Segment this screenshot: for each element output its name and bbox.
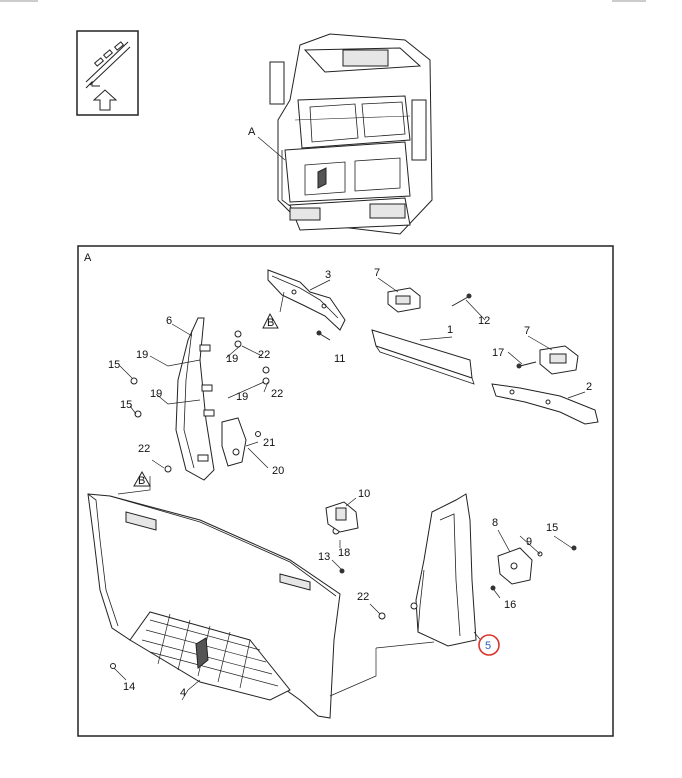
highlight-ring — [478, 634, 500, 656]
part-7-clip-upper — [387, 287, 421, 313]
callout-3: 3 — [325, 269, 331, 281]
leader-lines — [113, 277, 586, 701]
section-marker-b-top: B — [262, 312, 279, 329]
leader-view-a — [257, 136, 286, 161]
highlighted-callout-5[interactable]: 5 — [478, 634, 500, 656]
callout-16: 16 — [504, 599, 516, 611]
view-label: A — [248, 126, 256, 138]
callout-7-lower: 7 — [524, 325, 530, 337]
part-5-side-cover — [410, 493, 477, 647]
callout-20: 20 — [272, 465, 284, 477]
callout-19-b: 19 — [226, 353, 238, 365]
callout-1: 1 — [447, 324, 453, 336]
callout-19-a: 19 — [136, 349, 148, 361]
screw-12 — [451, 293, 472, 307]
part-3-bracket — [267, 269, 346, 331]
screw-11 — [316, 330, 331, 341]
part-7-clip-lower — [539, 345, 579, 375]
callout-17: 17 — [492, 347, 504, 359]
callout-22-a: 22 — [258, 349, 270, 361]
callout-8: 8 — [492, 517, 498, 529]
callout-14: 14 — [123, 681, 135, 693]
detail-frame — [77, 245, 614, 737]
callout-2: 2 — [586, 381, 592, 393]
svg-text:B: B — [138, 475, 145, 487]
callout-10: 10 — [358, 488, 370, 500]
part-1-panel — [371, 329, 475, 385]
callout-19-c: 19 — [150, 388, 162, 400]
callout-4: 4 — [180, 687, 186, 699]
callout-6: 6 — [166, 315, 172, 327]
part-6-side-bracket — [175, 317, 215, 481]
part-2-bracket — [491, 383, 599, 425]
callout-12: 12 — [478, 315, 490, 327]
callout-15-b: 15 — [120, 399, 132, 411]
callout-11: 11 — [334, 353, 345, 365]
part-20-bracket — [221, 417, 247, 467]
callout-22-c: 22 — [138, 443, 150, 455]
callout-21: 21 — [263, 437, 275, 449]
callout-9: 9 — [526, 536, 532, 548]
screw-17 — [516, 361, 537, 369]
part-10-bracket — [325, 501, 359, 533]
callout-18: 18 — [338, 547, 350, 559]
callout-19-d: 19 — [236, 391, 248, 403]
callout-15-c: 15 — [546, 522, 558, 534]
part-8-bracket — [497, 547, 533, 585]
svg-text:B: B — [267, 317, 274, 329]
detail-label: A — [84, 252, 92, 264]
truck-cab-overview — [269, 33, 433, 235]
callout-15-a: 15 — [108, 359, 120, 371]
callout-5: 5 — [485, 640, 491, 652]
callout-22-b: 22 — [271, 388, 283, 400]
callout-7-upper: 7 — [374, 267, 380, 279]
installation-icon — [76, 30, 139, 116]
callout-13: 13 — [318, 551, 330, 563]
section-marker-b-bottom: B — [133, 470, 151, 487]
fasteners — [110, 330, 577, 669]
part-4-grille-panel — [87, 493, 341, 719]
callout-22-d: 22 — [357, 591, 369, 603]
